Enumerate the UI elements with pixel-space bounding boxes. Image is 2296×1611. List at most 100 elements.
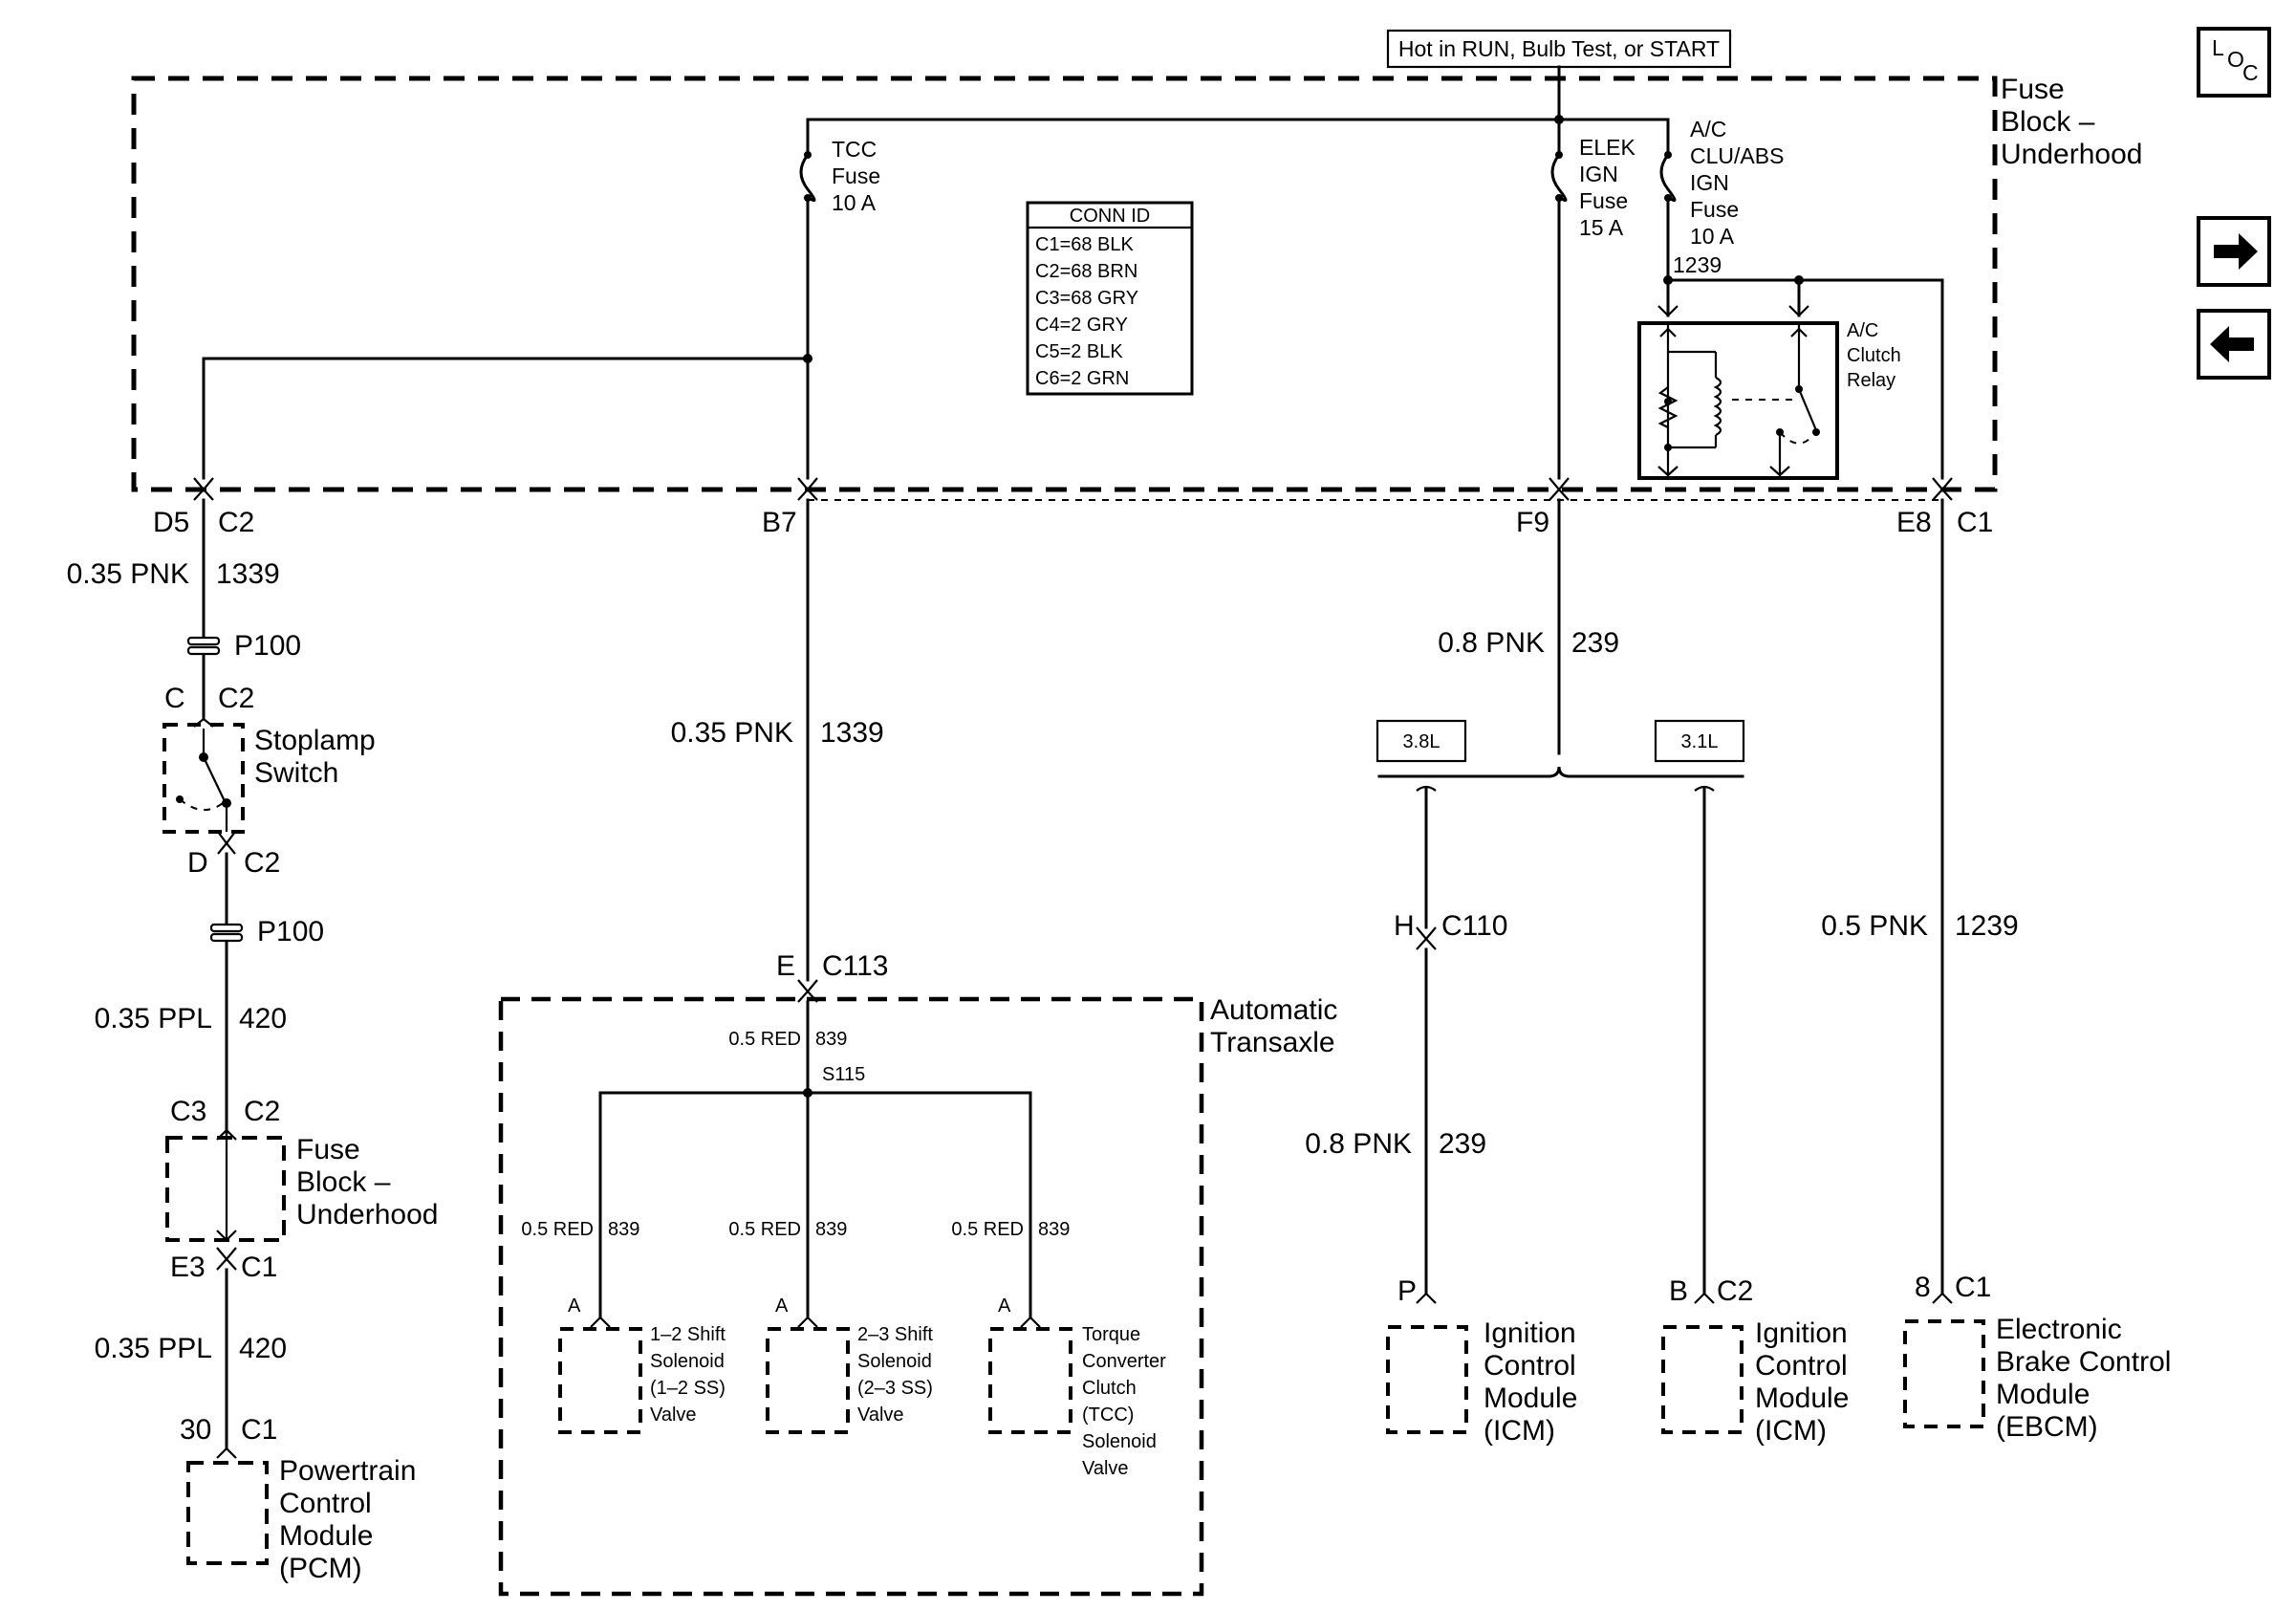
- pcm-label-1: Powertrain: [279, 1455, 416, 1487]
- tcc-solenoid-label-6: Valve: [1082, 1458, 1129, 1479]
- wire-circuit-label: 420: [239, 1003, 287, 1034]
- tcc-solenoid-label-2: Converter: [1082, 1351, 1166, 1372]
- wire-circuit-label: 239: [1571, 627, 1619, 659]
- stoplamp-switch-contact-icon: [203, 756, 226, 802]
- wire-size-label: 0.8 PNK: [1438, 627, 1545, 659]
- tcc-fuse-label-1: TCC: [832, 137, 877, 162]
- top-connector-symbols: [193, 477, 1953, 501]
- icm-label-2: Control: [1484, 1350, 1576, 1382]
- tcc-fuse-label-2: Fuse: [832, 163, 880, 188]
- icm-label-4: (ICM): [1484, 1415, 1555, 1447]
- conn-c1-top: C1: [1957, 507, 1993, 538]
- switch-conn-c2: C2: [218, 683, 254, 714]
- ac-fuse-label-5: 10 A: [1690, 224, 1735, 249]
- engine-option-3-1l: 3.1L: [1681, 731, 1719, 752]
- fb-conn-c2: C2: [244, 1096, 280, 1127]
- wire-size-label: 0.35 PNK: [67, 558, 189, 590]
- tcc-solenoid-box: [988, 1327, 1072, 1434]
- power-source-text: Hot in RUN, Bulb Test, or START: [1398, 36, 1720, 61]
- loc-letter-o: O: [2227, 47, 2244, 72]
- icm2-pin-b: B: [1669, 1275, 1688, 1307]
- icm-pin-p: P: [1397, 1275, 1417, 1307]
- wire-size-label: 0.35 PNK: [671, 717, 793, 749]
- next-page-button[interactable]: [2197, 216, 2271, 287]
- fb-pin-e3: E3: [170, 1252, 206, 1283]
- wire-circuit-label: 420: [239, 1333, 287, 1364]
- conn-c113: C113: [822, 950, 889, 982]
- icm-label-1: Ignition: [1484, 1317, 1576, 1349]
- wire-size-label: 0.5 RED: [728, 1219, 801, 1240]
- relay-label-3: Relay: [1847, 370, 1895, 391]
- shift-solenoid-1-2-box: [558, 1327, 642, 1434]
- pcm-conn-c1: C1: [241, 1414, 277, 1446]
- solenoid-1-label-1: 1–2 Shift: [650, 1324, 726, 1345]
- relay-label-2: Clutch: [1847, 345, 1901, 366]
- stoplamp-switch-label-1: Stoplamp: [254, 725, 376, 756]
- shift-solenoid-2-3-box: [766, 1327, 850, 1434]
- previous-page-button[interactable]: [2197, 309, 2271, 380]
- wire-circuit-label: 839: [815, 1029, 847, 1050]
- ac-fuse-label-2: CLU/ABS: [1690, 143, 1784, 168]
- solenoid-2-label-2: Solenoid: [857, 1351, 932, 1372]
- solenoid-pin: A: [568, 1295, 581, 1317]
- fb-label-3: Underhood: [296, 1199, 438, 1230]
- icm2-label-4: (ICM): [1755, 1415, 1827, 1447]
- tcc-solenoid-label-3: Clutch: [1082, 1378, 1137, 1399]
- fuse-block-title-2: Block –: [2001, 106, 2095, 138]
- wire-circuit-label: 839: [1038, 1219, 1070, 1240]
- fuse-block-underhood-outline: [131, 76, 1998, 492]
- p100-connector-icon: [209, 923, 244, 943]
- ebcm-module-box: [1903, 1319, 1985, 1428]
- wire-circuit-label: 839: [815, 1219, 847, 1240]
- ebcm-label-4: (EBCM): [1996, 1411, 2098, 1443]
- fb-pin-c3: C3: [170, 1096, 206, 1127]
- splice-s115: S115: [822, 1064, 865, 1085]
- relay-label-1: A/C: [1847, 320, 1878, 341]
- switch-pin-d: D: [187, 847, 208, 879]
- elek-fuse-label-4: 15 A: [1579, 215, 1624, 240]
- pcm-pin-30: 30: [180, 1414, 211, 1446]
- p100-label: P100: [234, 630, 301, 662]
- tcc-solenoid-label-1: Torque: [1082, 1324, 1140, 1345]
- elek-fuse-label-1: ELEK: [1579, 135, 1635, 160]
- wire-size-label: 0.5 RED: [728, 1029, 801, 1050]
- loc-button[interactable]: L O C: [2197, 27, 2271, 98]
- wire-size-label: 0.8 PNK: [1305, 1128, 1412, 1160]
- relay-switch-contact-icon: [1797, 388, 1818, 431]
- icm-pin-h: H: [1394, 910, 1415, 942]
- tcc-fuse-label-3: 10 A: [832, 190, 877, 215]
- relay-coil-icon: [1713, 377, 1722, 436]
- conn-pin-e: E: [776, 950, 795, 982]
- arrow-right-icon: [2214, 233, 2258, 270]
- ebcm-label-2: Brake Control: [1996, 1346, 2171, 1378]
- solenoid-pin: A: [775, 1295, 789, 1317]
- fuse-block-title-3: Underhood: [2001, 139, 2142, 170]
- stoplamp-switch-label-2: Switch: [254, 757, 338, 789]
- tcc-splice-dot: [803, 354, 812, 363]
- conn-id-row: C5=2 BLK: [1035, 341, 1123, 362]
- conn-id-row: C6=2 GRN: [1035, 368, 1129, 389]
- fb-conn-c1: C1: [241, 1252, 277, 1283]
- wire-size-label: 0.5 RED: [521, 1219, 594, 1240]
- arrow-left-icon: [2210, 326, 2254, 362]
- p100-label: P100: [257, 916, 324, 947]
- icm2-label-3: Module: [1755, 1382, 1849, 1414]
- icm2-label-1: Ignition: [1755, 1317, 1848, 1349]
- pin-f9: F9: [1516, 507, 1549, 538]
- pcm-label-4: (PCM): [279, 1553, 362, 1584]
- switch-pin-c: C: [164, 683, 185, 714]
- p100-connector-icon: [186, 636, 221, 656]
- engine-option-3-8l: 3.8L: [1403, 731, 1440, 752]
- ebcm-pin-8: 8: [1915, 1272, 1931, 1303]
- pin-d5: D5: [153, 507, 189, 538]
- pin-b7: B7: [762, 507, 797, 538]
- elek-fuse-label-3: Fuse: [1579, 188, 1628, 213]
- transaxle-label-2: Transaxle: [1210, 1027, 1335, 1058]
- icm-module-box-3-1l: [1661, 1325, 1744, 1434]
- wire-circuit-label: 239: [1439, 1128, 1486, 1160]
- ac-fuse-label-4: Fuse: [1690, 197, 1739, 222]
- solenoid-2-label-3: (2–3 SS): [857, 1378, 933, 1399]
- relay-resistor-icon: [1657, 386, 1679, 428]
- fuse-block-title-1: Fuse: [2001, 74, 2065, 105]
- pcm-label-2: Control: [279, 1488, 372, 1519]
